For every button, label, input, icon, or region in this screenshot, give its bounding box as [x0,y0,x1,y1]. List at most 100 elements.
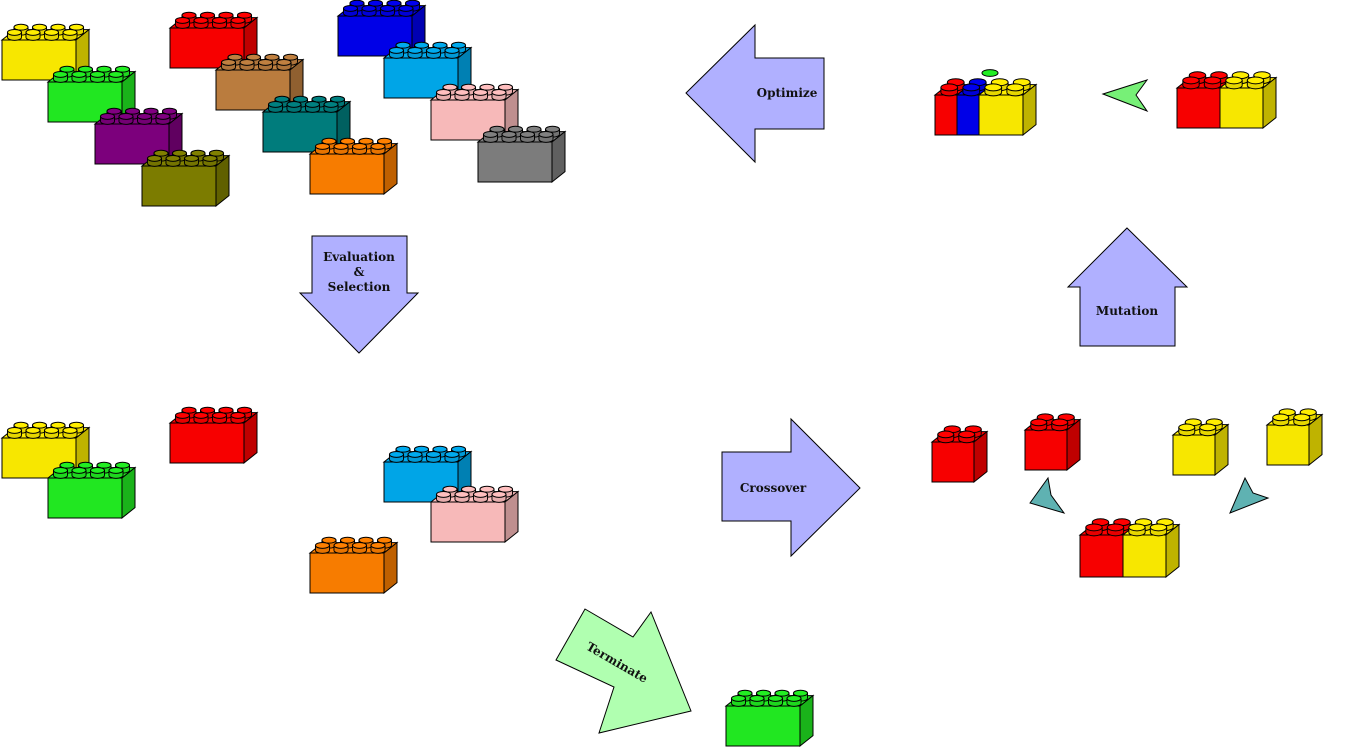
brick-side-face [1214,423,1229,477]
population-brick-skyblue [382,41,473,100]
brick-stud [218,11,234,19]
parent-brick-yellow-1 [1171,418,1230,477]
brick-front-face [725,705,801,747]
brick-stud [497,485,514,493]
brick-stud [62,426,78,434]
brick-stud [292,95,309,103]
brick-stud [181,11,197,19]
brick-stud [1293,413,1311,422]
brick-stud [211,16,228,24]
brick-stud [491,88,507,96]
brick-stud [1225,76,1243,85]
brick-stud [99,112,116,120]
brick-stud [13,23,29,31]
brick-side-face [1308,413,1323,467]
brick-front-face [309,153,385,195]
brick-stud [71,70,87,78]
brick-stud [940,83,959,92]
brick-front-face [1079,534,1124,578]
brick-stud [792,689,809,697]
brick-stud [321,536,337,544]
brick-stud [181,406,197,414]
brick-stud [146,154,163,162]
brick-stud [68,23,85,31]
brick-side-face [504,490,519,544]
brick-stud [333,142,349,150]
optimize-arrow [685,23,825,164]
brick-stud [786,694,802,702]
evaluation-label-line1: Evaluation [323,250,395,264]
brick-front-face [1172,434,1216,476]
brick-stud [501,130,517,138]
brick-stud [314,541,331,549]
brick-stud [507,125,524,133]
optimize-label: Optimize [757,86,818,100]
brick-stud [450,41,467,49]
pre-mutation-brick [1175,71,1278,130]
brick-stud [193,16,209,24]
brick-stud [386,0,402,7]
brick-stud [432,41,448,49]
terminate-arrow [555,608,692,734]
brick-stud [544,125,561,133]
brick-stud [230,411,246,419]
brick-front-face [309,552,385,594]
brick-front-face [430,501,506,543]
population-brick-green [46,65,137,124]
brick-stud [220,58,237,66]
brick-stud [96,461,112,469]
brick-stud [450,445,467,453]
brick-stud [1051,418,1069,427]
brick-stud [358,536,374,544]
crossover-arrow [721,417,861,558]
brick-stud [174,16,191,24]
brick-stud [479,83,495,91]
brick-stud [425,450,442,458]
brick-stud [329,95,346,103]
population-brick-gray [476,125,567,184]
brick-stud [227,53,243,61]
bricks-layer [0,0,1324,748]
brick-stud [491,490,507,498]
brick-front-face [956,94,980,136]
brick-stud [52,70,69,78]
brick-stud [497,83,514,91]
parent-brick-red-1 [930,425,989,484]
brick-front-face [169,422,245,464]
brick-stud [1182,76,1200,85]
brick-stud [108,70,124,78]
brick-stud [376,536,393,544]
brick-stud [398,4,414,12]
brick-front-face [1219,87,1264,129]
brick-stud [1149,523,1168,532]
brick-stud [413,41,430,49]
population-brick-olive [140,149,231,208]
brick-stud [489,125,505,133]
brick-stud [59,65,75,73]
brick-side-face [215,154,230,208]
brick-stud [460,83,477,91]
brick-stud [376,137,393,145]
brick-stud [114,461,131,469]
brick-stud [13,421,29,429]
brick-stud [136,112,153,120]
offspring-brick [1078,518,1181,579]
brick-stud [370,541,386,549]
brick-stud [171,149,188,157]
brick-stud [1030,418,1048,427]
brick-side-face [1066,418,1081,472]
population-brick-peru [214,53,305,112]
brick-front-face [1024,429,1068,471]
brick-stud [236,11,253,19]
brick-stud [472,490,489,498]
brick-stud [165,154,181,162]
brick-stud [106,107,122,115]
brick-stud [174,411,191,419]
brick-front-face [1266,424,1310,466]
result-brick [724,689,815,748]
brick-stud [435,88,452,96]
brick-stud [118,112,134,120]
brick-side-face [1022,83,1037,137]
brick-stud [1203,76,1222,85]
brick-stud [425,46,442,54]
